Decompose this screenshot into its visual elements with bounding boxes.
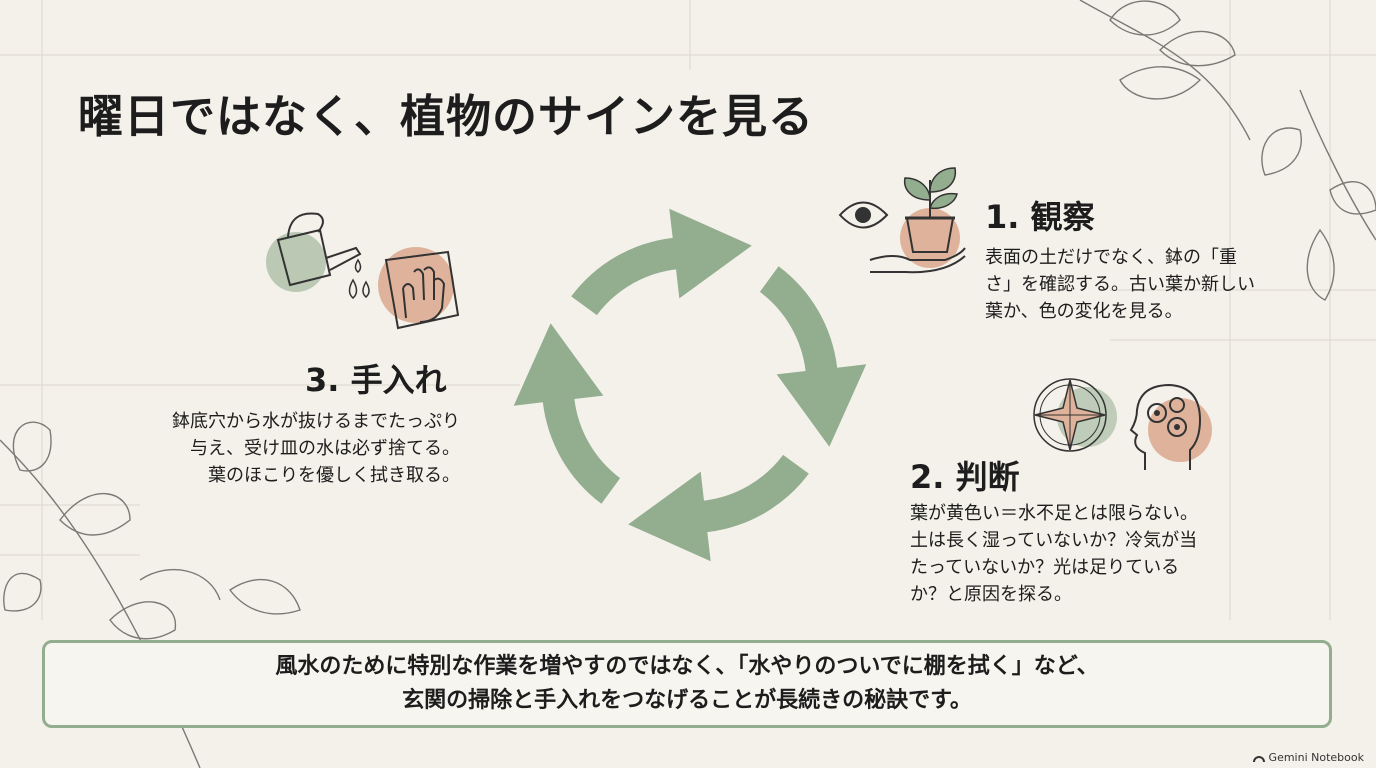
potted-plant-icon [900,167,960,268]
hand-icon [869,247,966,274]
cycle-arrows-diagram [513,208,867,562]
cycle-arrow-bottom [628,454,809,562]
hand-wipe-icon [378,247,460,330]
water-drop-icon [348,258,370,299]
step3-icons [266,212,460,330]
step1-icons [838,167,966,274]
cycle-arrows [513,208,867,562]
cycle-arrow-top [571,208,752,316]
summary-note-box: 風水のために特別な作業を増やすのではなく、「水やりのついでに棚を拭く」など、 玄… [42,640,1332,728]
summary-note-line-2: 玄関の掃除と手入れをつなげることが長続きの秘訣です。 [402,688,972,713]
step1-heading: 1. 観察 [985,198,1095,236]
brand-label: Gemini Notebook [1268,751,1364,764]
step3-description: 鉢底穴から水が抜けるまでたっぷり 与え、受け皿の水は必ず捨てる。 葉のほこりを優… [172,411,460,486]
step1-description: 表面の土だけでなく、鉢の「重 さ」を確認する。古い葉か新しい 葉か、色の変化を見… [985,247,1255,322]
cycle-arrow-left [513,323,621,504]
compass-icon [1033,378,1117,452]
step2-heading: 2. 判断 [910,458,1020,496]
watering-can-icon [266,212,362,292]
step2-icons [1033,378,1212,470]
cycle-arrow-right [759,266,867,447]
page-title: 曜日ではなく、植物のサインを見る [78,90,815,143]
brand-watermark: Gemini Notebook [1252,751,1364,764]
head-gears-icon [1129,383,1212,470]
step2-description: 葉が黄色い＝水不足とは限らない。 土は長く湿っていないか？冷気が当 たっていない… [910,503,1198,605]
brand-logo-icon [1252,755,1265,762]
step3-heading: 3. 手入れ [305,361,447,399]
eye-icon [838,201,889,229]
summary-note-line-1: 風水のために特別な作業を増やすのではなく、「水やりのついでに棚を拭く」など、 [275,654,1099,679]
